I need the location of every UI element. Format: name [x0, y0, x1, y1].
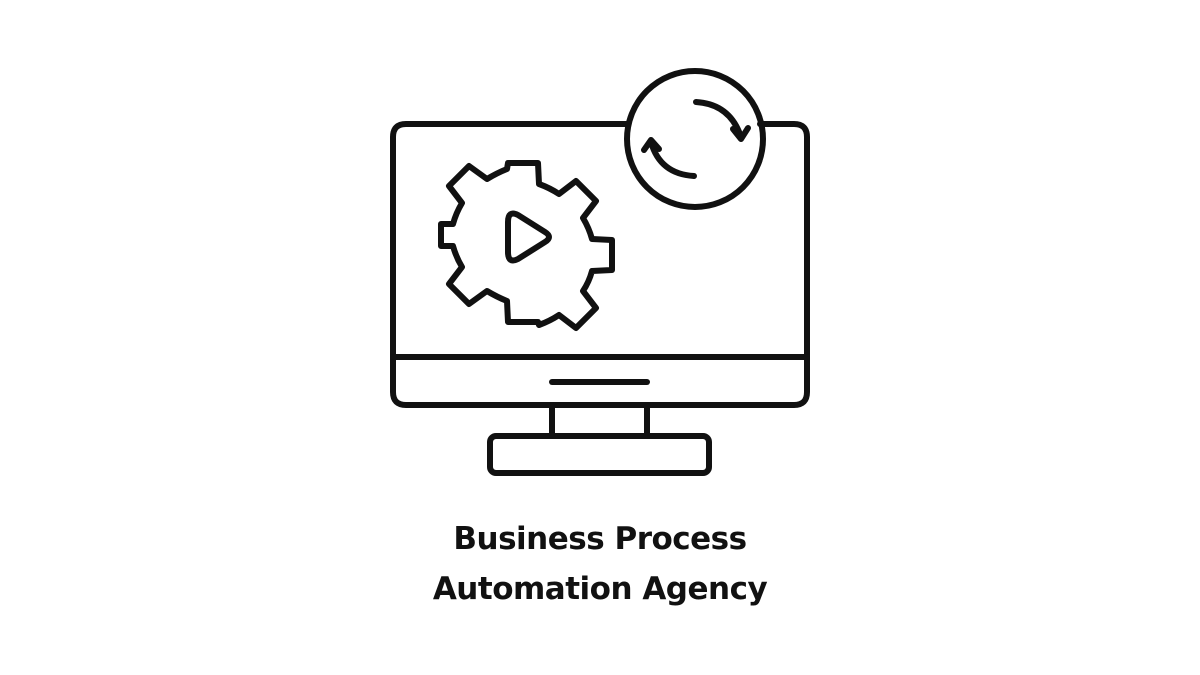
refresh-circle [624, 68, 766, 210]
caption: Business Process Automation Agency [0, 514, 1200, 614]
caption-line-1: Business Process [453, 521, 747, 557]
monitor-stand-icon [487, 402, 712, 476]
automation-illustration [380, 60, 820, 490]
gear-icon [438, 160, 615, 331]
play-icon [505, 210, 552, 264]
monitor-icon [390, 121, 810, 408]
caption-line-2: Automation Agency [432, 571, 768, 607]
refresh-icon [641, 99, 751, 179]
